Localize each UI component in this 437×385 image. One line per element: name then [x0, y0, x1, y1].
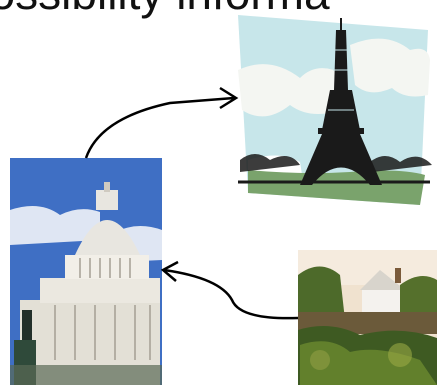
us-capitol-image: [10, 158, 162, 385]
cottage-pond-image: [298, 250, 437, 385]
slide-heading: possibility informa: [0, 0, 330, 16]
arrow-capitol-to-eiffel: [84, 86, 239, 159]
eiffel-tower-image: [238, 15, 432, 205]
arrow-cottage-to-capitol: [160, 260, 299, 320]
